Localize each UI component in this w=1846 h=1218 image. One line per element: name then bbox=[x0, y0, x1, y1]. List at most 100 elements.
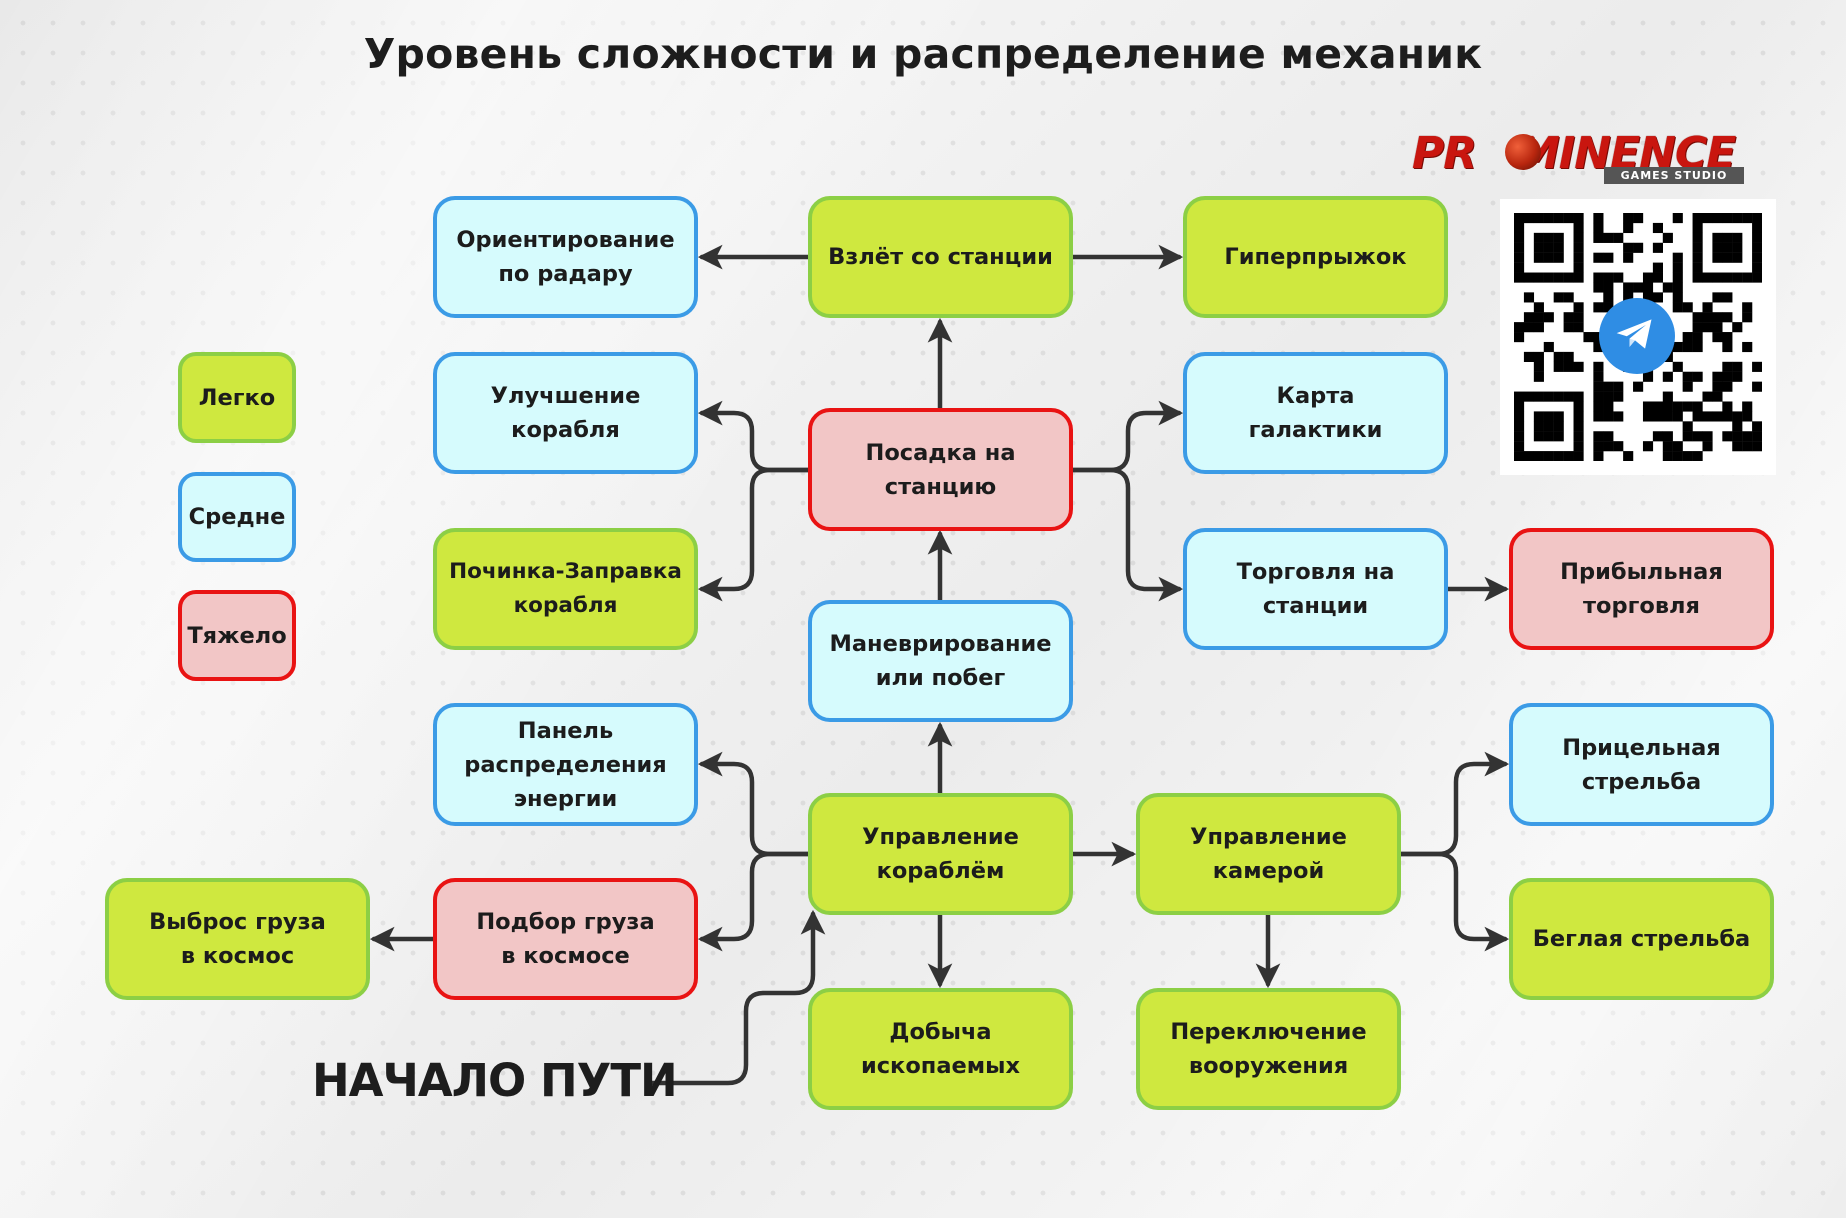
qr-module bbox=[1533, 213, 1544, 224]
qr-module bbox=[1682, 302, 1693, 313]
qr-module bbox=[1553, 451, 1564, 461]
qr-module bbox=[1543, 431, 1554, 442]
qr-module bbox=[1573, 262, 1584, 273]
node-hyperjump[interactable]: Гиперпрыжок bbox=[1183, 196, 1448, 318]
qr-module bbox=[1523, 312, 1535, 323]
qr-module bbox=[1593, 451, 1604, 461]
qr-module bbox=[1652, 411, 1663, 422]
qr-module bbox=[1533, 232, 1544, 243]
qr-module bbox=[1593, 371, 1604, 382]
qr-module bbox=[1742, 411, 1753, 422]
node-upgrade[interactable]: Улучшение корабля bbox=[433, 352, 698, 474]
qr-module bbox=[1702, 431, 1713, 442]
qr-module bbox=[1712, 411, 1723, 422]
node-takeoff[interactable]: Взлёт со станции bbox=[808, 196, 1073, 318]
qr-module bbox=[1672, 401, 1683, 412]
qr-module bbox=[1702, 302, 1713, 313]
qr-module bbox=[1712, 391, 1723, 402]
node-docking[interactable]: Посадка на станцию bbox=[808, 408, 1073, 531]
node-repair[interactable]: Починка-Заправка корабля bbox=[433, 528, 698, 650]
qr-module bbox=[1652, 431, 1663, 442]
qr-module bbox=[1593, 431, 1604, 442]
node-galaxy-map[interactable]: Карта галактики bbox=[1183, 352, 1448, 474]
qr-module bbox=[1573, 391, 1584, 402]
node-label: Прибыльная торговля bbox=[1560, 559, 1723, 619]
edge-camera-aimed-fire bbox=[1398, 751, 1510, 857]
node-maneuver[interactable]: Маневрирование или побег bbox=[808, 600, 1073, 722]
qr-module bbox=[1563, 312, 1574, 323]
node-ship-control[interactable]: Управление кораблём bbox=[808, 793, 1073, 915]
qr-module bbox=[1514, 213, 1525, 224]
edge-docking-repair bbox=[697, 467, 811, 602]
node-label: Посадка на станцию bbox=[865, 439, 1016, 500]
qr-module bbox=[1722, 381, 1733, 392]
node-label: Панель распределения энергии bbox=[464, 717, 667, 812]
qr-module bbox=[1722, 401, 1733, 412]
qr-module bbox=[1613, 441, 1624, 452]
node-mining[interactable]: Добыча ископаемых bbox=[808, 988, 1073, 1110]
node-label: Починка-Заправка корабля bbox=[449, 559, 682, 618]
qr-module bbox=[1712, 232, 1723, 243]
node-rapid-fire[interactable]: Беглая стрельба bbox=[1509, 878, 1774, 1000]
qr-module bbox=[1633, 282, 1644, 293]
qr-module bbox=[1573, 213, 1584, 224]
qr-module bbox=[1642, 272, 1654, 283]
qr-module bbox=[1563, 361, 1574, 372]
node-radar[interactable]: Ориентирование по радару bbox=[433, 196, 698, 318]
qr-module bbox=[1603, 391, 1614, 402]
qr-module bbox=[1603, 381, 1614, 392]
qr-module bbox=[1662, 282, 1673, 293]
node-energy-panel[interactable]: Панель распределения энергии bbox=[433, 703, 698, 826]
node-camera-control[interactable]: Управление камерой bbox=[1136, 793, 1401, 915]
qr-module bbox=[1692, 431, 1703, 442]
qr-module bbox=[1593, 272, 1604, 283]
qr-module bbox=[1722, 232, 1733, 243]
qr-module bbox=[1553, 272, 1564, 283]
qr-module bbox=[1543, 341, 1554, 353]
node-station-trade[interactable]: Торговля на станции bbox=[1183, 528, 1448, 650]
node-cargo-pickup[interactable]: Подбор груза в космосе bbox=[433, 878, 698, 1000]
qr-module bbox=[1692, 322, 1703, 333]
qr-module bbox=[1553, 242, 1564, 253]
qr-module bbox=[1573, 302, 1584, 313]
qr-module bbox=[1553, 351, 1564, 362]
qr-module bbox=[1553, 361, 1564, 372]
qr-module bbox=[1662, 371, 1673, 382]
qr-module bbox=[1543, 421, 1554, 432]
node-weapon-switch[interactable]: Переключение вооружения bbox=[1136, 988, 1401, 1110]
qr-module bbox=[1514, 252, 1525, 263]
qr-module bbox=[1593, 381, 1604, 392]
qr-module bbox=[1553, 421, 1564, 432]
qr-module bbox=[1752, 381, 1762, 392]
qr-module bbox=[1742, 431, 1753, 442]
qr-module bbox=[1603, 302, 1614, 313]
qr-module bbox=[1672, 302, 1683, 313]
start-label: НАЧАЛО ПУТИ bbox=[312, 1054, 678, 1107]
qr-module bbox=[1583, 332, 1594, 343]
qr-module bbox=[1593, 222, 1604, 234]
qr-module bbox=[1742, 401, 1753, 412]
qr-module bbox=[1692, 312, 1703, 323]
qr-module bbox=[1662, 391, 1673, 402]
qr-module bbox=[1732, 361, 1743, 372]
node-profit-trade[interactable]: Прибыльная торговля bbox=[1509, 528, 1774, 650]
node-cargo-drop[interactable]: Выброс груза в космос bbox=[105, 878, 370, 1000]
qr-module bbox=[1672, 213, 1683, 224]
qr-code[interactable] bbox=[1500, 199, 1776, 475]
qr-module bbox=[1702, 322, 1713, 333]
node-label: Переключение вооружения bbox=[1170, 1019, 1367, 1079]
qr-module bbox=[1692, 401, 1703, 412]
qr-module bbox=[1722, 431, 1733, 442]
qr-module bbox=[1692, 252, 1703, 263]
qr-module bbox=[1523, 391, 1535, 402]
qr-module bbox=[1573, 431, 1584, 442]
node-aimed-fire[interactable]: Прицельная стрельба bbox=[1509, 703, 1774, 826]
node-label: Подбор груза в космосе bbox=[476, 909, 655, 969]
qr-module bbox=[1563, 351, 1574, 362]
legend-medium: Средне bbox=[178, 472, 296, 562]
qr-module bbox=[1514, 222, 1525, 234]
logo-prefix: PR bbox=[1412, 128, 1477, 179]
qr-module bbox=[1523, 272, 1535, 283]
qr-module bbox=[1603, 411, 1614, 422]
qr-module bbox=[1642, 292, 1654, 303]
